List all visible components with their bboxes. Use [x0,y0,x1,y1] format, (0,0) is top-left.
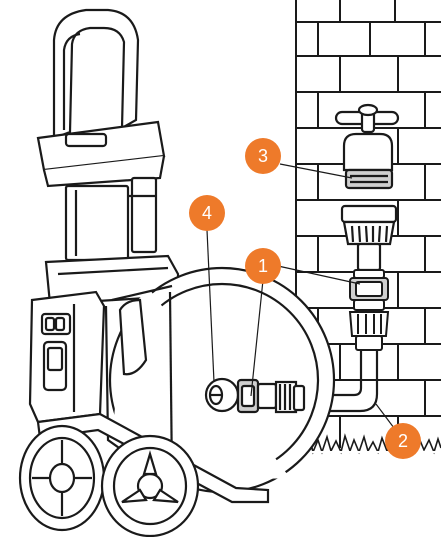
leader-1a [250,279,264,397]
faucet-body [342,132,394,172]
lead-hose [300,350,379,413]
cart-handle [52,8,140,140]
callout-leaders [206,163,395,429]
callout-4: 4 [189,195,225,231]
callout-4-circle [189,195,225,231]
callout-4-label: 4 [202,203,212,223]
left-wheel [18,424,106,532]
hose-reel-cart [18,8,336,537]
right-wheel [100,434,200,537]
callout-2-circle [385,423,421,459]
leader-4 [206,229,215,383]
callout-3: 3 [245,138,281,174]
callout-1: 1 [245,248,281,284]
quick-connector-center [348,269,390,351]
callout-1-circle [245,248,281,284]
leader-1b [277,265,361,285]
callout-2-label: 2 [398,431,408,451]
callout-1-label: 1 [258,256,268,276]
reel-hose-inlet [208,384,224,406]
faucet [334,103,400,272]
leader-3 [279,163,353,179]
leader-2 [375,403,395,429]
callout-3-label: 3 [258,146,268,166]
faucet-adapter [344,168,394,190]
callout-2: 2 [385,423,421,459]
callout-3-circle [245,138,281,174]
